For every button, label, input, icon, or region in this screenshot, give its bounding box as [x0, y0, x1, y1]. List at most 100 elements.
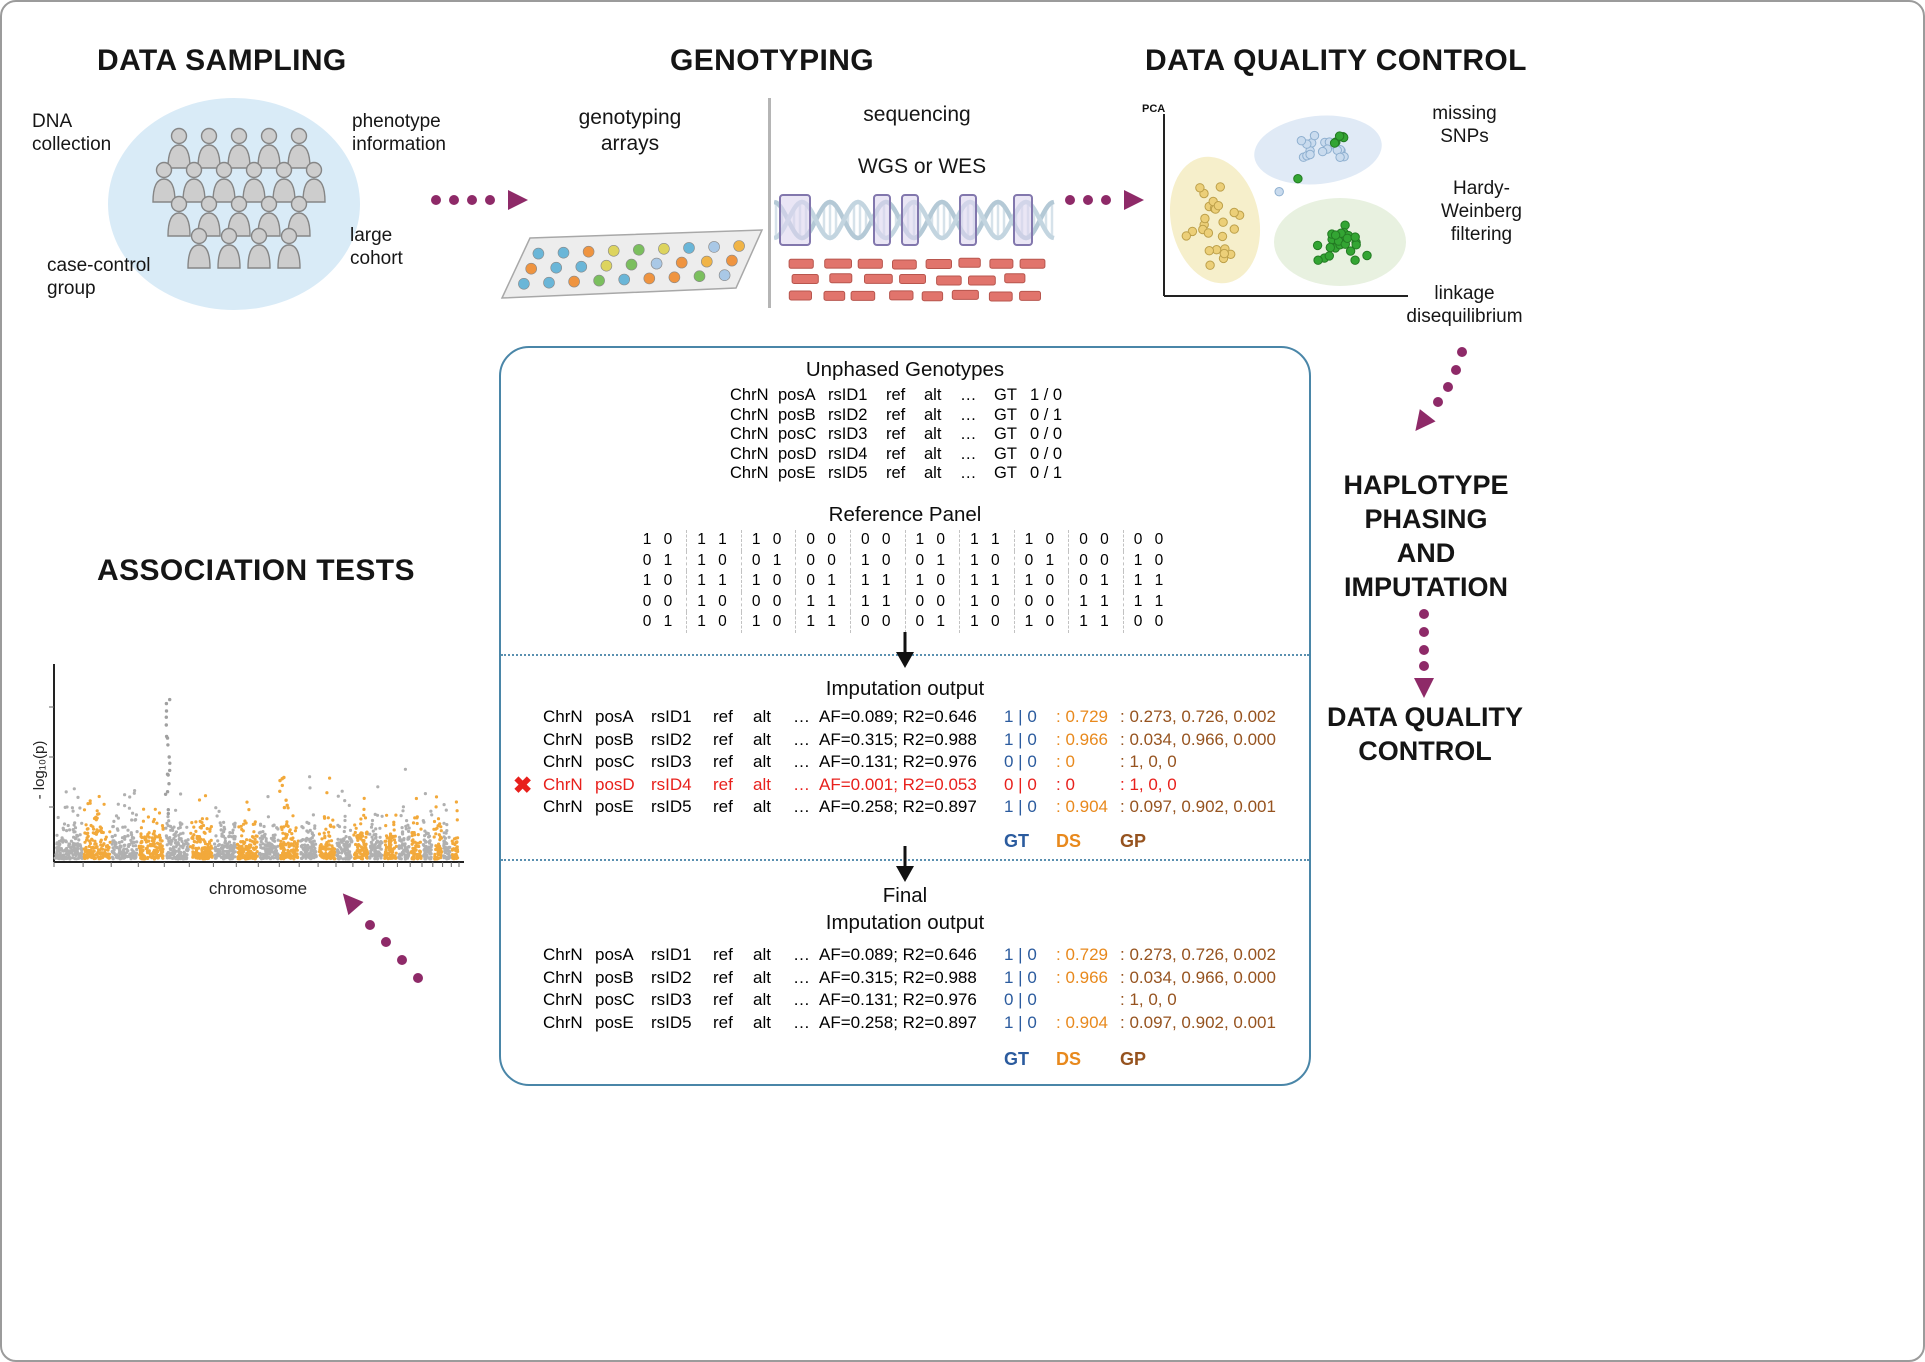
cell-gt-value: 0 / 0 — [1030, 425, 1063, 443]
cell-rsid: rsID3 — [828, 425, 868, 443]
haplotype-pair: 1 0 — [740, 571, 796, 592]
cell-rsid: rsID1 — [651, 945, 692, 964]
cell-rsid: rsID5 — [828, 464, 868, 482]
cell-alt: alt — [753, 707, 771, 726]
haplotype-pair: 0 1 — [904, 550, 960, 571]
cell-alt: alt — [924, 405, 942, 424]
cell-chrom: ChrN — [543, 752, 583, 771]
label-wgs-wes: WGS or WES — [857, 155, 987, 178]
column-legend-row: GT DS GP — [513, 1048, 1305, 1071]
cell-chrom: ChrN — [543, 945, 583, 964]
cell-gp-value: : 1, 0, 0 — [1120, 774, 1177, 794]
label-sequencing: sequencing — [863, 103, 971, 126]
cell-ds-value: : 0 — [1056, 774, 1075, 794]
cell-ds-value: : 0.966 — [1056, 967, 1108, 987]
cell-gt-value: 1 | 0 — [1004, 1012, 1037, 1032]
flow-arrow-genotyping-to-qc — [1065, 190, 1144, 210]
label-genotyping-arrays: genotyping arrays — [578, 106, 682, 155]
imputation-row: ✖ ChrN posC rsID3 ref alt … AF=0.131; R2… — [513, 751, 1305, 774]
label-missing-snps: missing SNPs — [1432, 103, 1497, 147]
cell-gt-label: GT — [994, 444, 1017, 463]
cell-chrom: ChrN — [730, 405, 769, 424]
haplotype-pair: 1 1 — [795, 591, 850, 612]
haplotype-pair: 1 0 — [1013, 612, 1069, 633]
flow-arrow-phasing-to-qc2 — [1414, 609, 1434, 698]
cell-pos: posD — [595, 774, 635, 794]
cell-ref: ref — [886, 464, 906, 482]
haplotype-pair: 0 0 — [795, 550, 850, 571]
cell-ref: ref — [713, 1012, 733, 1032]
imputation-row: ✖ ChrN posA rsID1 ref alt … AF=0.089; R2… — [513, 706, 1305, 729]
manhattan-plot: - log₁₀(p) chromosome — [32, 664, 464, 898]
haplotype-pair: 0 0 — [1122, 612, 1178, 633]
cell-ds-value — [1056, 989, 1120, 1012]
cell-chrom: ChrN — [543, 707, 583, 726]
unphased-genotype-row: ChrN posA rsID1 ref alt … GT 1 / 0 — [730, 386, 1080, 406]
cell-ref: ref — [713, 797, 733, 816]
haplotype-pair: 0 1 — [904, 612, 960, 633]
haplotype-pair: 0 0 — [1068, 550, 1123, 571]
flow-arrow-to-association-tests — [342, 893, 423, 983]
cell-gt-value: 0 | 0 — [1004, 774, 1037, 794]
haplotype-pair: 0 0 — [904, 591, 960, 612]
cell-gp-value: : 0.273, 0.726, 0.002 — [1120, 707, 1276, 726]
cell-pos: posE — [595, 1012, 634, 1032]
cell-chrom: ChrN — [543, 729, 583, 749]
cell-af-r2-stats: AF=0.089; R2=0.646 — [819, 945, 977, 964]
cell-gp-value: : 0.097, 0.902, 0.001 — [1120, 797, 1276, 816]
genotyping-array-graphic — [500, 229, 764, 299]
cell-ellipsis: … — [793, 797, 810, 816]
haplotype-pair: 1 1 — [1122, 571, 1178, 592]
cell-ellipsis: … — [793, 990, 810, 1009]
flow-arrow-sampling-to-genotyping — [431, 190, 528, 210]
legend-gt: GT — [1004, 1049, 1029, 1069]
cell-alt: alt — [753, 1012, 771, 1032]
cell-alt: alt — [924, 464, 942, 482]
cell-pos: posC — [595, 752, 635, 771]
cell-alt: alt — [924, 425, 942, 443]
haplotype-pair: 1 0 — [959, 612, 1014, 633]
dna-helix-graphic — [774, 194, 1055, 246]
cell-pos: posA — [778, 386, 816, 404]
label-linkage-disequilibrium: linkage disequilibrium — [1406, 283, 1523, 327]
cell-gt-value: 1 / 0 — [1030, 386, 1063, 404]
cell-af-r2-stats: AF=0.089; R2=0.646 — [819, 707, 977, 726]
imputation-legend: GT DS GP — [513, 830, 1305, 853]
cell-pos: posC — [778, 425, 817, 443]
cell-gp-value: : 0.034, 0.966, 0.000 — [1120, 967, 1276, 987]
cell-pos: posE — [595, 797, 634, 816]
unphased-genotype-row: ChrN posB rsID2 ref alt … GT 0 / 1 — [730, 406, 1080, 426]
heading-data-quality-control: DATA QUALITY CONTROL — [1145, 44, 1527, 77]
haplotype-pair: 1 0 — [1122, 550, 1178, 571]
haplotype-pair: 1 0 — [740, 612, 796, 633]
cell-gt-label: GT — [994, 425, 1017, 443]
cell-pos: posA — [595, 945, 634, 964]
cell-gp-value: : 0.034, 0.966, 0.000 — [1120, 729, 1276, 749]
unphased-genotype-row: ChrN posD rsID4 ref alt … GT 0 / 0 — [730, 445, 1080, 465]
final-legend: GT DS GP — [513, 1048, 1305, 1071]
haplotype-pair: 1 0 — [740, 530, 796, 551]
label-dna-collection: DNA collection — [32, 111, 112, 155]
cell-ellipsis: … — [793, 774, 810, 794]
cell-gt-value: 1 | 0 — [1004, 967, 1037, 987]
haplotype-pair: 0 1 — [1068, 571, 1123, 592]
legend-gt: GT — [1004, 831, 1029, 851]
cell-ds-value: : 0.904 — [1056, 797, 1108, 816]
cell-rsid: rsID3 — [651, 990, 692, 1009]
cell-pos: posC — [595, 990, 635, 1009]
label-phenotype-information: phenotype information — [352, 111, 446, 155]
haplotype-pair: 0 0 — [849, 530, 905, 551]
imputation-pipeline-panel: Unphased Genotypes ChrN posA rsID1 ref a… — [499, 346, 1311, 1086]
y-axis-label: - log₁₀(p) — [32, 741, 48, 800]
cell-gt-value: 0 | 0 — [1004, 990, 1037, 1009]
down-arrow-icon — [896, 846, 914, 882]
cell-rsid: rsID2 — [651, 729, 692, 749]
cell-ellipsis: … — [793, 1012, 810, 1032]
cell-alt: alt — [753, 797, 771, 816]
haplotype-pair: 1 0 — [959, 550, 1014, 571]
cell-ref: ref — [713, 752, 733, 771]
pca-yellow-cluster-ellipse — [1169, 156, 1261, 284]
cell-rsid: rsID3 — [651, 752, 692, 771]
